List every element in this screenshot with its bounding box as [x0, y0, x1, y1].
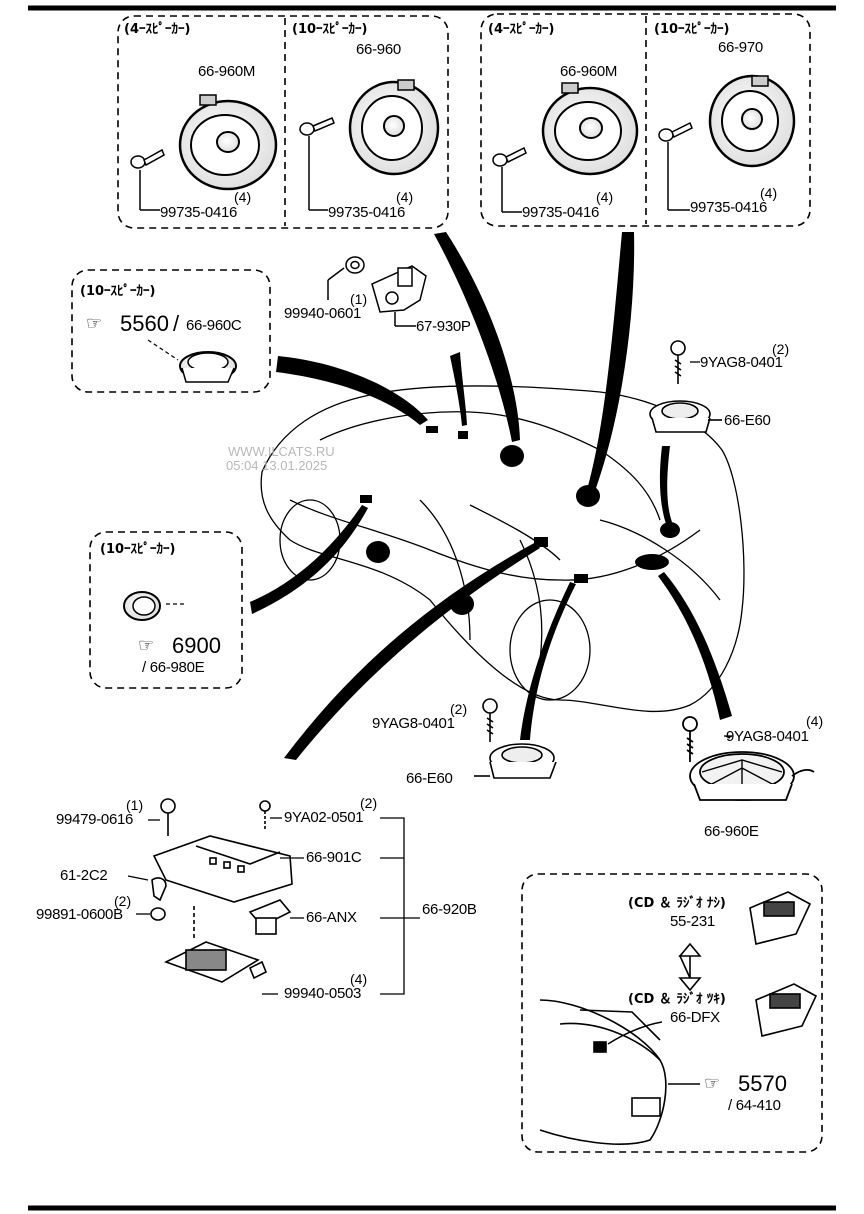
rear4-header: (4ｰｽﾋﾟｰｶｰ): [488, 22, 555, 37]
rear-tw-screw: 9YAG8-0401: [700, 354, 783, 371]
watermark-site: WWW.ILCATS.RU: [228, 444, 335, 459]
bracket-part: 67-930P: [416, 318, 471, 335]
front4-header: (4ｰｽﾋﾟｰｶｰ): [124, 22, 191, 37]
front10-screw: 99735-0416: [328, 204, 406, 221]
tweeter-66-E60-front: [474, 698, 557, 779]
rear4-screw: 99735-0416: [522, 204, 600, 221]
door-ref-hand-icon: ☞: [138, 635, 155, 656]
front-tw-part: 66-E60: [406, 770, 453, 787]
rear10-screw: 99735-0416: [690, 199, 768, 216]
screw-99735-rear-1: [492, 146, 527, 213]
dash-ref-slash: /: [173, 311, 180, 336]
sub-screw: 9YAG8-0401: [726, 728, 809, 745]
amp-assy: 66-920B: [422, 901, 477, 918]
speaker-66-980E-door: [123, 591, 184, 621]
leader-wedges: [250, 232, 732, 760]
console-without-part: 55-231: [670, 913, 715, 930]
leader-lines: [127, 361, 732, 995]
speaker-66-960C-dash: [147, 339, 237, 383]
door-header: (10ｰｽﾋﾟｰｶｰ): [100, 542, 176, 557]
console-box: [521, 873, 823, 1153]
door-part: / 66-980E: [142, 659, 205, 676]
rear4-qty: (4): [596, 189, 614, 205]
front-speaker-box: [117, 15, 449, 229]
speaker-66-960M-front: [178, 94, 278, 191]
bracket-nut: 99940-0601: [284, 305, 362, 322]
console-with-label: (CD ＆ ﾗｼﾞｵ ﾂｷ): [628, 992, 726, 1007]
anx: 66-ANX: [306, 909, 357, 926]
front4-part: 66-960M: [198, 63, 256, 80]
rear-tw-screw-qty: (2): [772, 341, 790, 357]
screw-99735-front-2: [299, 117, 335, 211]
subwoofer-66-960E: [682, 716, 815, 801]
dash-part: 66-960C: [186, 317, 242, 334]
rear-speaker-box: [480, 13, 811, 227]
console-without-label: (CD ＆ ﾗｼﾞｵ ﾅｼ): [628, 896, 726, 911]
dash-ref[interactable]: 5560: [120, 311, 169, 336]
amp-bolt: 99479-0616: [56, 811, 134, 828]
door-ref[interactable]: 6900: [172, 633, 221, 658]
console-ref-part: / 64-410: [728, 1097, 781, 1114]
front10-header: (10ｰｽﾋﾟｰｶｰ): [292, 22, 368, 37]
console-with-part: 66-DFX: [670, 1009, 720, 1026]
speaker-66-960-front: [348, 79, 440, 176]
bracket-qty: (1): [350, 291, 368, 307]
speaker-66-960M-rear: [541, 82, 639, 176]
bracket-67-930P: [327, 256, 427, 327]
dash-header: (10ｰｽﾋﾟｰｶｰ): [80, 284, 156, 299]
amp-bracket: 66-901C: [306, 849, 362, 866]
amp-nut-qty: (4): [350, 971, 368, 987]
rear10-header: (10ｰｽﾋﾟｰｶｰ): [654, 22, 730, 37]
sub-screw-qty: (4): [806, 713, 824, 729]
rear-tw-part: 66-E60: [724, 412, 771, 429]
screw-99735-front-1: [130, 148, 165, 211]
watermark-stamp: 05:04 13.01.2025: [226, 458, 328, 473]
amp-screw: 9YA02-0501: [284, 809, 364, 826]
amp-nut: 99940-0503: [284, 985, 362, 1002]
front10-qty: (4): [396, 189, 414, 205]
amplifier-assembly: [150, 798, 293, 983]
car-speaker-marks: [360, 426, 680, 615]
clip: 61-2C2: [60, 867, 108, 884]
amp-screw-qty: (2): [360, 795, 378, 811]
front4-qty: (4): [234, 189, 252, 205]
console-parts: [539, 891, 818, 1145]
door-speaker-box: [89, 531, 243, 689]
console-ref[interactable]: 5570: [738, 1071, 787, 1096]
screw-99735-rear-2: [658, 121, 693, 211]
rear10-qty: (4): [760, 185, 778, 201]
front10-part: 66-960: [356, 41, 401, 58]
sub-part: 66-960E: [704, 823, 759, 840]
dash-speaker-box: [71, 269, 271, 393]
rear10-part: 66-970: [718, 39, 763, 56]
front-tw-screw-qty: (2): [450, 701, 468, 717]
front4-screw: 99735-0416: [160, 204, 238, 221]
dash-ref-hand-icon: ☞: [86, 313, 103, 334]
amp-bolt-qty: (1): [126, 797, 144, 813]
clip-nut-qty: (2): [114, 893, 132, 909]
clip-nut: 99891-0600B: [36, 906, 123, 923]
speaker-66-970-rear: [708, 74, 796, 168]
console-ref-hand-icon: ☞: [704, 1073, 721, 1094]
rear4-part: 66-960M: [560, 63, 618, 80]
tweeter-66-E60-rear: [649, 340, 722, 433]
front-tw-screw: 9YAG8-0401: [372, 715, 455, 732]
